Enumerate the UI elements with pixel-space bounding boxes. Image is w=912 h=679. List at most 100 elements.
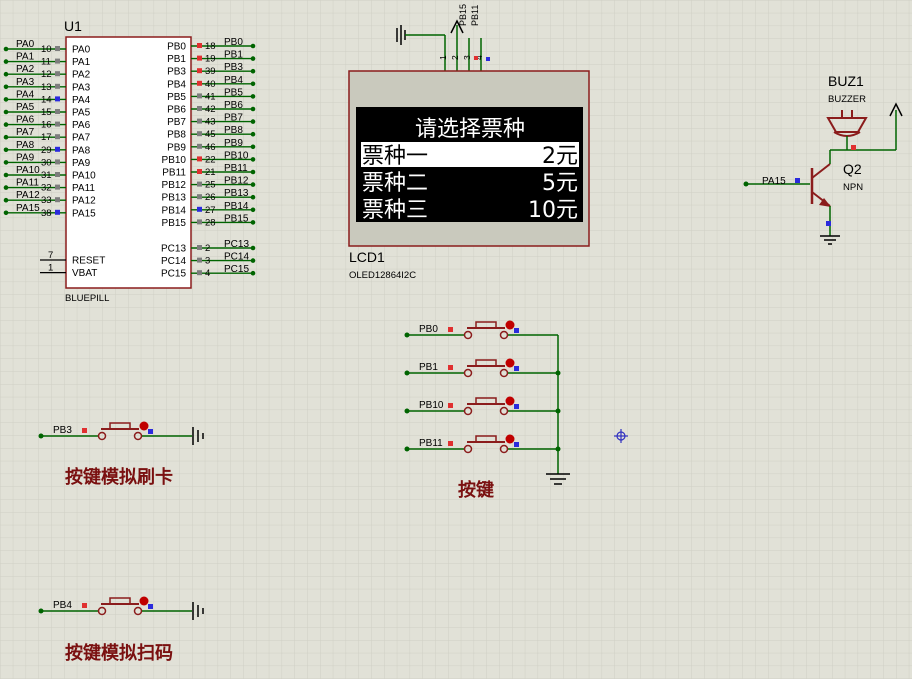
pin-state-indicator (514, 328, 519, 333)
push-button-cap[interactable] (475, 359, 497, 367)
pin-endpoint[interactable] (250, 43, 256, 49)
push-button[interactable]: PB10 (404, 396, 561, 416)
lcd-pin-state (474, 56, 478, 60)
net-label: PB0 (419, 324, 438, 335)
interactive-toggle-icon[interactable] (139, 596, 149, 606)
pin-state-indicator (197, 181, 202, 187)
pin-state-indicator (514, 366, 519, 371)
pin-name: PA15 (72, 208, 96, 219)
pin-endpoint[interactable] (250, 94, 256, 99)
net-label: PA5 (16, 102, 35, 113)
pin-number: 3 (205, 256, 210, 267)
push-button[interactable]: PB1 (404, 358, 561, 378)
pin-endpoint[interactable] (3, 185, 9, 190)
card-swipe-button[interactable]: 按键模拟刷卡 PB3 (38, 421, 204, 489)
net-label: PB15 (224, 213, 249, 224)
pin-endpoint[interactable] (250, 106, 256, 112)
pin-endpoint[interactable] (3, 71, 9, 77)
net-label: PB13 (224, 188, 249, 199)
pin-endpoint[interactable] (250, 81, 256, 87)
scan-button[interactable]: 按键模拟扫码 PB4 (38, 596, 204, 665)
pin-endpoint[interactable] (3, 59, 9, 64)
pin-endpoint[interactable] (250, 68, 256, 74)
net-label: PA6 (16, 115, 35, 126)
pin-endpoint[interactable] (3, 97, 9, 102)
pin-name: PB13 (162, 193, 187, 204)
pin-number: 27 (205, 205, 216, 216)
transistor-ref: Q2 (843, 161, 862, 177)
pin-state-indicator (197, 169, 202, 174)
pin-endpoint[interactable] (250, 270, 256, 276)
lcd-pin-state (486, 57, 490, 61)
pin-endpoint[interactable] (250, 245, 256, 251)
pin-endpoint[interactable] (3, 109, 9, 115)
pin-state-indicator (55, 58, 60, 64)
pin-endpoint[interactable] (250, 119, 256, 124)
mcu-body (65, 36, 192, 289)
npn-transistor[interactable]: Q2 NPN PA15 (743, 149, 864, 245)
pin-endpoint[interactable] (3, 134, 9, 140)
pin-endpoint[interactable] (3, 210, 9, 216)
push-button-cap[interactable] (109, 597, 131, 605)
transistor-base-net: PA15 (762, 176, 786, 187)
push-button-cap[interactable] (475, 321, 497, 329)
pin-endpoint[interactable] (250, 194, 256, 200)
pin-endpoint[interactable] (250, 169, 256, 175)
push-button-cap[interactable] (109, 422, 131, 430)
pin-endpoint[interactable] (250, 182, 256, 187)
pin-endpoint[interactable] (3, 160, 9, 165)
interactive-toggle-icon[interactable] (505, 320, 515, 330)
button-group-caption: 按键 (458, 479, 494, 501)
pin-endpoint[interactable] (3, 122, 9, 127)
pin-number: 28 (205, 217, 216, 228)
pin-name: PA3 (72, 82, 91, 93)
pin-number: 32 (41, 183, 52, 194)
net-label: PB4 (53, 600, 72, 611)
pin-name: PB9 (167, 142, 186, 153)
net-label: PA1 (16, 52, 35, 63)
pin-endpoint[interactable] (3, 197, 9, 203)
pin-endpoint[interactable] (3, 172, 9, 178)
pin-number: 11 (41, 57, 51, 68)
pin-endpoint[interactable] (250, 207, 256, 213)
pin-name: PB7 (167, 117, 186, 128)
pin-endpoint[interactable] (3, 84, 9, 90)
lcd-oled[interactable]: PB15 PB11 GND1VCC2SCL3SDA4 请选择票种 票种一2元票种… (348, 4, 590, 281)
pin-state-indicator (148, 429, 153, 434)
pin-number: 30 (41, 157, 52, 168)
pin-endpoint[interactable] (250, 144, 256, 150)
push-button-cap[interactable] (475, 397, 497, 405)
pin-number: 7 (48, 250, 53, 261)
oled-row-price: 10元 (528, 198, 578, 223)
pin-endpoint[interactable] (250, 258, 256, 263)
pin-endpoint[interactable] (250, 131, 256, 137)
pin-number: 31 (41, 170, 52, 181)
buzzer[interactable]: BUZ1 BUZZER (826, 73, 903, 151)
push-button[interactable]: PB0 (404, 320, 559, 340)
pin-endpoint[interactable] (250, 157, 256, 162)
interactive-toggle-icon[interactable] (139, 421, 149, 431)
pin-name: PB0 (167, 42, 186, 53)
interactive-toggle-icon[interactable] (505, 396, 515, 406)
scan-button-caption: 按键模拟扫码 (65, 642, 173, 664)
interactive-toggle-icon[interactable] (505, 358, 515, 368)
pin-endpoint[interactable] (250, 56, 256, 61)
interactive-toggle-icon[interactable] (505, 434, 515, 444)
lcd-pin-number: 1 (438, 55, 448, 60)
pin-endpoint[interactable] (3, 147, 9, 153)
pin-name: PA2 (72, 70, 91, 81)
pin-state-indicator (82, 428, 87, 433)
net-label: PA2 (16, 64, 35, 75)
pin-state-indicator (55, 83, 60, 89)
ground-symbol (820, 235, 840, 245)
pin-number: 46 (205, 142, 216, 153)
pin-endpoint[interactable] (3, 46, 9, 52)
ground-symbol (546, 473, 570, 485)
pin-state-indicator (197, 194, 202, 200)
push-button[interactable]: PB11 (404, 434, 561, 454)
pin-name: PA11 (72, 183, 95, 194)
push-button-cap[interactable] (475, 435, 497, 443)
pin-endpoint[interactable] (250, 220, 256, 225)
